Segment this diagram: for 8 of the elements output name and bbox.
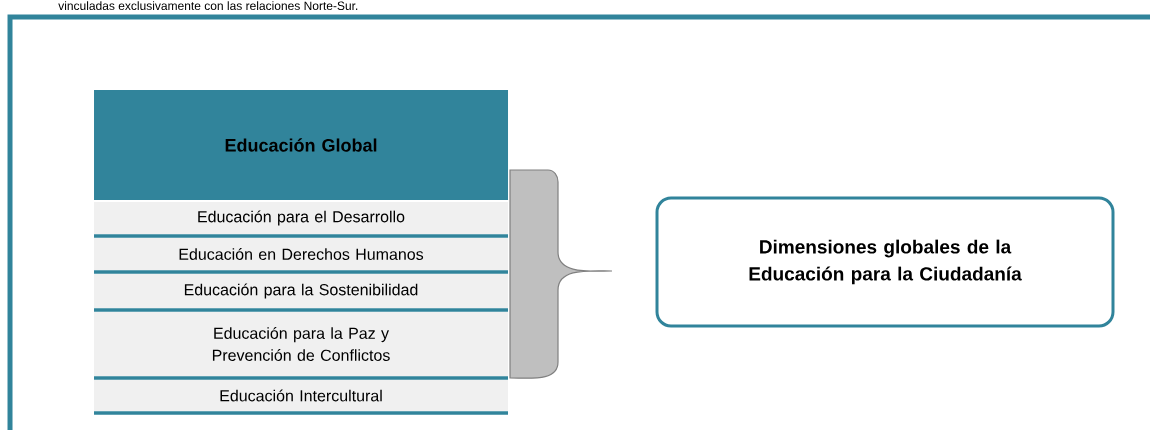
- list-row: Educación para la Sostenibilidad: [94, 274, 508, 308]
- body-text: vinculadas exclusivamente con las relaciones Norte-Sur.: [58, 1, 358, 10]
- list-row: Educación en Derechos Humanos: [94, 238, 508, 270]
- header-box: Educación Global: [94, 90, 508, 200]
- list-row: Educación para el Desarrollo: [94, 202, 508, 234]
- list-row: Educación Intercultural: [94, 380, 508, 411]
- list-row: Educación para la Paz y Prevención de Conflictos: [94, 312, 508, 376]
- rounded-box: Dimensiones globales de la Educación para la Ciudadanía: [655, 196, 1115, 328]
